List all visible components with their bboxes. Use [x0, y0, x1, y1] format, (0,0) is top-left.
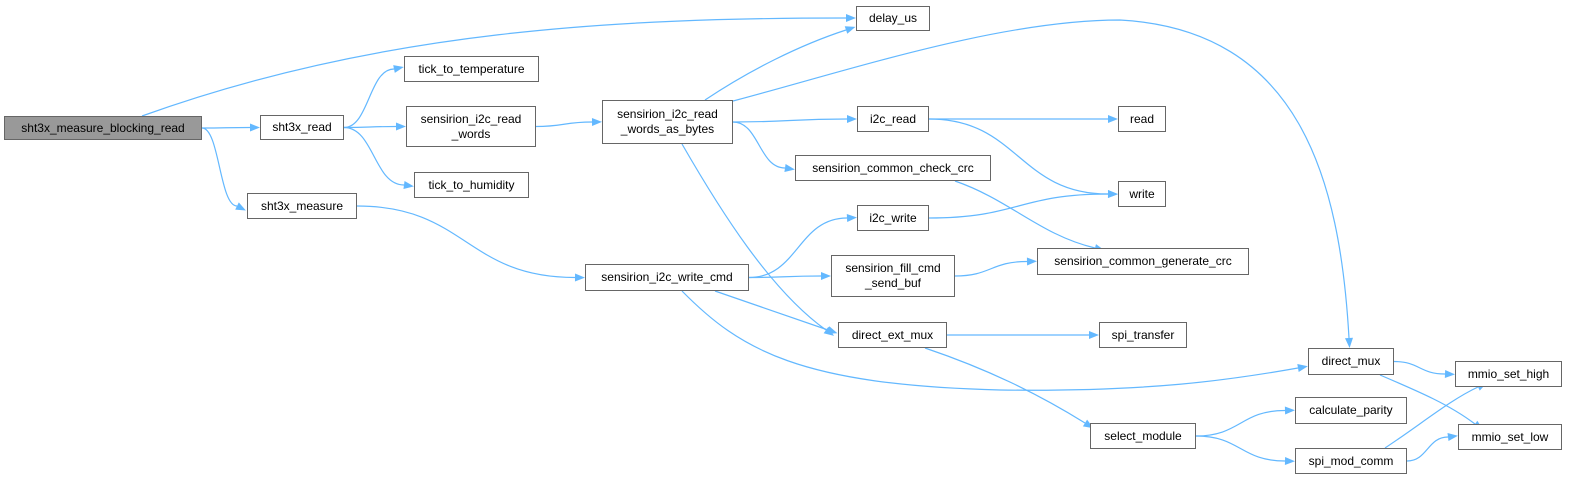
edge-sensirion_i2c_write_cmd-to-sensirion_fill_cmd_send_buf — [748, 275, 822, 279]
arrowhead-sensirion_i2c_read_words_as_bytes-to-i2c_read — [846, 115, 857, 123]
edge-spi_mod_comm-to-mmio_set_low — [1406, 436, 1449, 462]
arrowhead-sensirion_i2c_read_words_as_bytes-to-direct_mux — [1345, 337, 1353, 348]
edge-sensirion_i2c_read_words_as_bytes-to-delay_us — [704, 29, 847, 101]
arrowhead-sensirion_i2c_write_cmd-to-direct_ext_mux — [826, 326, 838, 334]
node-direct-mux[interactable]: direct_mux — [1308, 348, 1394, 375]
node-sht3x-measure-blocking-read: sht3x_measure_blocking_read — [4, 116, 202, 140]
node-mmio-set-high[interactable]: mmio_set_high — [1455, 361, 1562, 387]
node-i2c-read[interactable]: i2c_read — [857, 106, 929, 132]
node-delay-us[interactable]: delay_us — [856, 6, 930, 31]
arrowhead-sht3x_read-to-tick_to_humidity — [403, 181, 414, 189]
node-select-module[interactable]: select_module — [1090, 423, 1196, 449]
arrowhead-select_module-to-calculate_parity — [1284, 406, 1295, 415]
edge-sht3x_read-to-tick_to_humidity — [343, 126, 405, 186]
node-i2c-write[interactable]: i2c_write — [857, 205, 929, 231]
node-sensirion-i2c-read-words[interactable]: sensirion_i2c_read _words — [406, 106, 536, 147]
arrowhead-sensirion_i2c_write_cmd-to-i2c_write — [846, 214, 857, 222]
arrowhead-i2c_read-to-read — [1108, 115, 1118, 123]
edge-sht3x_measure_blocking_read-to-sht3x_read — [201, 126, 251, 129]
edge-i2c_read-to-write — [928, 118, 1109, 195]
arrowhead-select_module-to-spi_mod_comm — [1284, 457, 1295, 465]
edge-direct_ext_mux-to-select_module — [924, 347, 1086, 424]
arrowhead-sht3x_measure_blocking_read-to-sht3x_measure — [235, 202, 246, 211]
arrowhead-sensirion_i2c_read_words_as_bytes-to-delay_us — [844, 26, 856, 34]
arrowhead-sht3x_read-to-tick_to_temperature — [393, 65, 404, 73]
node-spi-mod-comm[interactable]: spi_mod_comm — [1295, 448, 1407, 474]
arrowhead-direct_mux-to-mmio_set_high — [1444, 370, 1455, 378]
edge-sensirion_i2c_write_cmd-to-direct_mux — [681, 290, 1299, 391]
node-calculate-parity[interactable]: calculate_parity — [1295, 397, 1407, 424]
edge-direct_mux-to-mmio_set_high — [1393, 360, 1446, 375]
arrowhead-sht3x_measure_blocking_read-to-delay_us — [845, 14, 856, 22]
node-read[interactable]: read — [1118, 106, 1166, 132]
node-sht3x-measure[interactable]: sht3x_measure — [247, 193, 357, 219]
arrowhead-sht3x_measure_blocking_read-to-sht3x_read — [249, 123, 260, 132]
node-direct-ext-mux[interactable]: direct_ext_mux — [838, 322, 947, 348]
arrowhead-sht3x_read-to-sensirion_i2c_read_words — [395, 122, 406, 131]
node-sensirion-common-generate-crc[interactable]: sensirion_common_generate_crc — [1037, 248, 1249, 275]
node-sensirion-i2c-write-cmd[interactable]: sensirion_i2c_write_cmd — [585, 264, 749, 291]
node-write[interactable]: write — [1118, 181, 1166, 207]
edge-sht3x_read-to-sensirion_i2c_read_words — [343, 125, 397, 129]
edge-sensirion_i2c_write_cmd-to-direct_ext_mux — [714, 290, 829, 331]
edge-sensirion_i2c_read_words-to-sensirion_i2c_read_words_as_bytes — [535, 121, 593, 128]
arrowhead-sensirion_fill_cmd_send_buf-to-sensirion_common_generate_crc — [1026, 257, 1037, 266]
arrowhead-sht3x_measure-to-sensirion_i2c_write_cmd — [574, 273, 585, 282]
edge-sht3x_measure_blocking_read-to-delay_us — [141, 17, 847, 117]
edge-sensirion_i2c_write_cmd-to-i2c_write — [748, 217, 848, 279]
edge-sensirion_i2c_read_words_as_bytes-to-i2c_read — [732, 118, 848, 123]
edge-sensirion_i2c_read_words_as_bytes-to-direct_mux — [732, 19, 1350, 339]
edge-sensirion_fill_cmd_send_buf-to-sensirion_common_generate_crc — [954, 260, 1028, 277]
node-tick-to-temperature[interactable]: tick_to_temperature — [404, 56, 539, 82]
node-sht3x-read[interactable]: sht3x_read — [260, 115, 344, 140]
edge-direct_mux-to-mmio_set_low — [1379, 374, 1476, 425]
edge-select_module-to-calculate_parity — [1195, 409, 1286, 437]
edge-sht3x_read-to-tick_to_temperature — [343, 68, 395, 129]
arrowhead-spi_mod_comm-to-mmio_set_low — [1447, 433, 1458, 441]
node-tick-to-humidity[interactable]: tick_to_humidity — [414, 172, 529, 198]
node-sensirion-common-check-crc[interactable]: sensirion_common_check_crc — [795, 155, 991, 181]
node-sensirion-fill-cmd-send-buf[interactable]: sensirion_fill_cmd _send_buf — [831, 255, 955, 297]
edge-sht3x_measure-to-sensirion_i2c_write_cmd — [356, 205, 576, 279]
arrowhead-sensirion_i2c_read_words_as_bytes-to-sensirion_common_check_crc — [784, 164, 795, 172]
edge-select_module-to-spi_mod_comm — [1195, 435, 1286, 462]
arrowhead-sensirion_i2c_write_cmd-to-direct_mux — [1297, 364, 1308, 372]
edge-sensirion_i2c_read_words_as_bytes-to-sensirion_common_check_crc — [732, 121, 786, 169]
node-spi-transfer[interactable]: spi_transfer — [1099, 322, 1187, 348]
node-mmio-set-low[interactable]: mmio_set_low — [1458, 424, 1562, 450]
arrowhead-direct_ext_mux-to-spi_transfer — [1089, 331, 1099, 339]
arrowhead-i2c_write-to-write — [1107, 190, 1118, 198]
arrowhead-sensirion_i2c_read_words-to-sensirion_i2c_read_words_as_bytes — [591, 118, 602, 126]
edge-sensirion_common_check_crc-to-sensirion_common_generate_crc — [954, 180, 1096, 249]
node-sensirion-i2c-read-words-as-bytes[interactable]: sensirion_i2c_read _words_as_bytes — [602, 100, 733, 144]
edge-i2c_write-to-write — [928, 193, 1109, 219]
edge-spi_mod_comm-to-mmio_set_high — [1384, 386, 1479, 449]
edge-sht3x_measure_blocking_read-to-sht3x_measure — [201, 127, 238, 207]
edge-sensirion_i2c_read_words_as_bytes-to-direct_ext_mux — [681, 143, 827, 331]
arrowhead-sensirion_i2c_write_cmd-to-sensirion_fill_cmd_send_buf — [820, 272, 831, 280]
